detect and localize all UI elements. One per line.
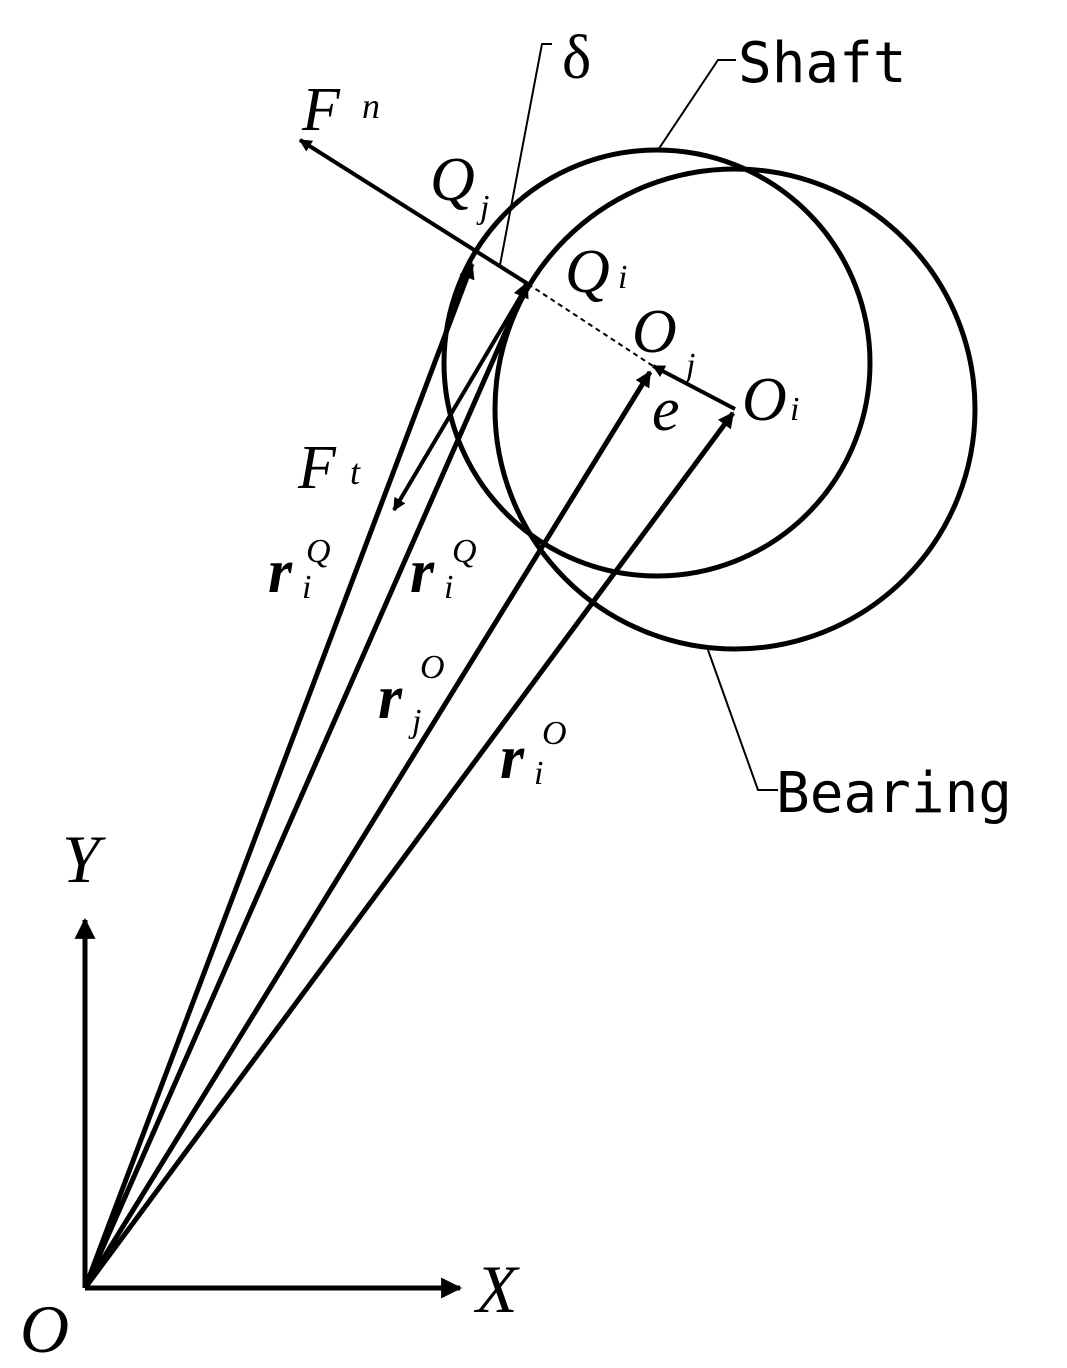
e-label: e — [652, 376, 680, 444]
normal-force-arrow — [298, 138, 530, 286]
delta-label: δ — [562, 24, 591, 92]
svg-text:n: n — [362, 86, 380, 126]
vector-r-j-O — [82, 370, 653, 1290]
svg-text:O: O — [420, 649, 445, 686]
Fn-label: F n — [301, 76, 380, 144]
svg-text:j: j — [408, 703, 421, 740]
r3-label: r j O — [378, 649, 445, 740]
svg-text:O: O — [632, 298, 677, 366]
svg-text:i: i — [444, 569, 453, 606]
svg-text:O: O — [542, 715, 567, 752]
vector-r-i-O — [82, 411, 736, 1290]
Oj-label: O j — [632, 298, 695, 384]
vector-r-i-Q-outer — [82, 262, 475, 1289]
svg-text:i: i — [302, 569, 311, 606]
origin-label: O — [20, 1291, 69, 1367]
Qj-label: Q j — [430, 146, 489, 226]
svg-text:i: i — [534, 755, 543, 792]
shaft-circle — [441, 147, 873, 579]
svg-text:O: O — [742, 366, 787, 434]
r4-label: r i O — [500, 715, 567, 792]
svg-text:i: i — [790, 391, 799, 428]
tangential-force-arrow — [392, 282, 530, 512]
svg-text:j: j — [476, 189, 489, 226]
svg-text:Q: Q — [565, 238, 610, 306]
svg-text:Q: Q — [452, 533, 477, 570]
bearing-leader — [707, 649, 778, 791]
vector-r-i-Q-inner — [82, 281, 530, 1290]
eccentricity-vector — [651, 364, 736, 411]
svg-text:r: r — [268, 538, 293, 606]
Qi-label: Q i — [565, 238, 627, 306]
svg-text:r: r — [500, 724, 525, 792]
r2-label: r i Q — [410, 533, 477, 606]
svg-text:Q: Q — [430, 146, 475, 214]
y-axis-label: Y — [62, 821, 106, 897]
Qi-Oj-dashed-line — [527, 283, 654, 367]
svg-text:i: i — [618, 259, 627, 296]
r1-label: r i Q — [268, 533, 331, 606]
Ft-label: F t — [297, 434, 361, 502]
delta-leader — [499, 43, 552, 266]
Oi-label: O i — [742, 366, 799, 434]
svg-text:t: t — [350, 452, 361, 492]
x-axis-label: X — [473, 1251, 520, 1327]
svg-text:Q: Q — [306, 533, 331, 570]
svg-text:r: r — [378, 664, 403, 732]
shaft-leader — [657, 59, 736, 151]
svg-text:r: r — [410, 538, 435, 606]
bearing-label: Bearing — [776, 761, 1012, 826]
svg-text:F: F — [297, 434, 337, 502]
bearing-circle — [492, 166, 978, 652]
svg-text:j: j — [682, 347, 695, 384]
svg-text:F: F — [301, 76, 341, 144]
shaft-label: Shaft — [738, 31, 907, 96]
